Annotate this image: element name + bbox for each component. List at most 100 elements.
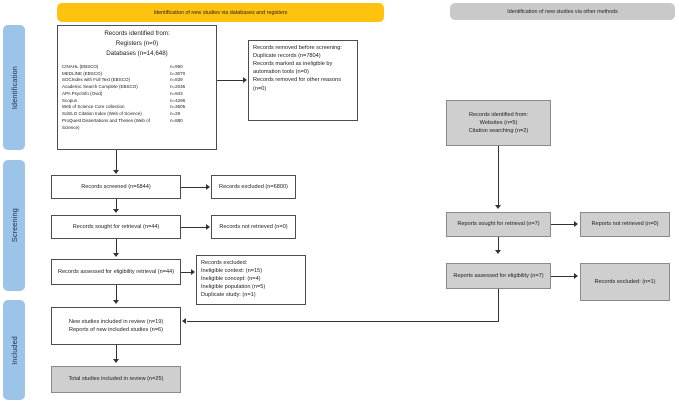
box-records-identified-other: Records identified from: Websites (n=5) …	[446, 100, 551, 146]
excluded-eligibility-line-5: Duplicate study: (n=1)	[201, 292, 256, 299]
connector-reports-sought-to-not-retrieved	[551, 224, 575, 225]
stage-rail-label-identification: Identification	[9, 65, 19, 110]
box-new-studies-included: New studies included in review (n=19) Re…	[51, 307, 181, 345]
db-source-count: n=2036	[170, 84, 186, 90]
records-identified-line-2: Registers (n=0)	[115, 39, 159, 47]
box-total-studies-included: Total studies included in review (n=25)	[51, 366, 181, 393]
arrowhead-sought-to-assessed	[113, 253, 119, 257]
stage-rail-screening: Screening	[3, 160, 25, 291]
db-source-name: APA PsycInfo (Ovid)	[62, 90, 103, 96]
new-studies-included-line-2: Reports of new included studies (n=6)	[68, 327, 164, 333]
table-row: Academic Search Complete (EBSCO) n=2036	[62, 84, 212, 91]
arrowhead-assessed-to-excluded	[191, 269, 195, 275]
box-records-assessed-eligibility: Records assessed for eligibility retriev…	[51, 259, 181, 285]
stage-rail-label-included: Included	[9, 335, 19, 365]
db-source-name: Web of Science Core collection	[62, 104, 125, 110]
arrowhead-screened-to-excluded	[206, 184, 210, 190]
arrowhead-identified-to-removed	[243, 77, 247, 83]
table-row: SOCIndex with Full Text (EBSCO) n=839	[62, 77, 212, 84]
connector-other-identified-to-sought	[498, 146, 499, 206]
section-header-other-methods: Identification of new studies via other …	[450, 3, 675, 20]
db-source-count: n=880	[170, 117, 183, 123]
connector-reports-assessed-down	[498, 289, 499, 322]
section-header-other-methods-label: Identification of new studies via other …	[507, 8, 618, 15]
excluded-eligibility-line-2: Ineligible context: (n=15)	[201, 268, 263, 275]
arrowhead-other-identified-to-sought	[495, 205, 501, 209]
connector-identified-to-screened	[116, 150, 117, 171]
arrowhead-reports-assessed-to-excluded	[574, 273, 578, 279]
total-studies-included-label: Total studies included in review (n=25)	[68, 376, 164, 383]
table-row: CINAHL (EBSCO) n=950	[62, 64, 212, 71]
connector-reports-assessed-to-included	[187, 321, 499, 322]
removed-line-2: Duplicate records (n=7804)	[253, 53, 321, 60]
table-row: MEDLINE (EBSCO) n=3070	[62, 71, 212, 78]
connector-screened-to-sought	[116, 199, 117, 210]
reports-excluded-label: Records excluded: (n=1)	[594, 278, 656, 285]
table-row: APA PsycInfo (Ovid) n=943	[62, 91, 212, 98]
records-not-retrieved-label: Records not retrieved (n=0)	[219, 223, 288, 230]
db-source-name: SOCIndex with Full Text (EBSCO)	[62, 77, 130, 83]
box-records-sought-retrieval: Records sought for retrieval (n=44)	[51, 215, 181, 239]
box-reports-excluded: Records excluded: (n=1)	[580, 263, 670, 301]
db-source-count: n=3070	[170, 70, 186, 76]
db-source-count: n=4296	[170, 97, 186, 103]
box-records-removed-before-screening: Records removed before screening: Duplic…	[248, 40, 358, 121]
db-source-count: n=3605	[170, 104, 186, 110]
arrowhead-included-to-total	[113, 359, 119, 363]
table-row: Web of Science Core collection n=3605	[62, 104, 212, 111]
reports-assessed-eligibility-label: Reports assessed for eligibility (n=7)	[453, 272, 544, 279]
connector-identified-to-removed	[217, 80, 244, 81]
db-source-name: MEDLINE (EBSCO)	[62, 70, 103, 76]
records-excluded-screening-label: Records excluded (n=6800)	[219, 183, 288, 190]
db-source-count: n=950	[170, 63, 183, 69]
records-sought-retrieval-label: Records sought for retrieval (n=44)	[72, 223, 160, 230]
connector-sought-to-not-retrieved	[181, 227, 207, 228]
table-row: Scopus n=4296	[62, 98, 212, 105]
removed-line-1: Records removed before screening:	[253, 45, 342, 51]
table-row: ProQuest Dissertations and Theses (Web o…	[62, 118, 212, 132]
section-header-databases: Identification of new studies via databa…	[57, 3, 384, 22]
excluded-eligibility-line-4: Ineligible population (n=5)	[201, 284, 266, 291]
records-identified-other-line-3: Citation searching (n=2)	[468, 128, 529, 135]
records-identified-other-line-2: Websites (n=5)	[479, 119, 518, 126]
arrowhead-assessed-to-included	[113, 300, 119, 304]
db-source-name: Academic Search Complete (EBSCO)	[62, 84, 138, 90]
stage-rail-identification: Identification	[3, 25, 25, 150]
connector-reports-sought-to-assessed	[498, 237, 499, 251]
arrowhead-sought-to-not-retrieved	[206, 224, 210, 230]
connector-assessed-to-excluded	[181, 272, 192, 273]
connector-assessed-to-included	[116, 285, 117, 301]
table-row: SciELO Citation Index (Web of Science) n…	[62, 111, 212, 118]
removed-line-3: Records marked as ineligible by automati…	[253, 61, 333, 76]
box-records-excluded-screening: Records excluded (n=6800)	[211, 175, 296, 199]
db-source-name: SciELO Citation Index (Web of Science)	[62, 111, 142, 117]
records-screened-label: Records screened (n=6844)	[81, 183, 151, 190]
arrowhead-screened-to-sought	[113, 209, 119, 213]
box-records-excluded-eligibility: Records excluded: Ineligible context: (n…	[196, 255, 306, 305]
new-studies-included-line-1: New studies included in review (n=19)	[68, 318, 164, 325]
connector-reports-assessed-to-excluded	[551, 276, 575, 277]
records-identified-heading: Records identified from: Registers (n=0)…	[62, 29, 212, 59]
db-source-count: n=943	[170, 90, 183, 96]
connector-sought-to-assessed	[116, 239, 117, 254]
db-source-name: Scopus	[62, 97, 78, 103]
arrowhead-identified-to-screened	[113, 170, 119, 174]
db-source-name: CINAHL (EBSCO)	[62, 63, 99, 69]
arrowhead-reports-sought-to-assessed	[495, 250, 501, 254]
box-records-not-retrieved: Records not retrieved (n=0)	[211, 215, 296, 239]
db-source-count: n=29	[170, 111, 181, 117]
database-source-list: CINAHL (EBSCO) n=950 MEDLINE (EBSCO) n=3…	[62, 64, 212, 132]
box-reports-assessed-eligibility: Reports assessed for eligibility (n=7)	[446, 263, 551, 289]
records-identified-line-1: Records identified from:	[104, 30, 170, 37]
stage-rail-label-screening: Screening	[9, 208, 19, 243]
db-source-name: ProQuest Dissertations and Theses (Web o…	[62, 117, 150, 130]
db-source-count: n=839	[170, 77, 183, 83]
box-records-screened: Records screened (n=6844)	[51, 175, 181, 199]
arrowhead-reports-assessed-to-included	[182, 318, 186, 324]
section-header-databases-label: Identification of new studies via databa…	[153, 9, 288, 16]
stage-rail-included: Included	[3, 300, 25, 400]
arrowhead-reports-sought-to-not-retrieved	[574, 221, 578, 227]
reports-sought-retrieval-label: Reports sought for retrieval (n=7)	[457, 221, 540, 228]
removed-line-4: Records removed for other reasons (n=0)	[253, 77, 341, 92]
